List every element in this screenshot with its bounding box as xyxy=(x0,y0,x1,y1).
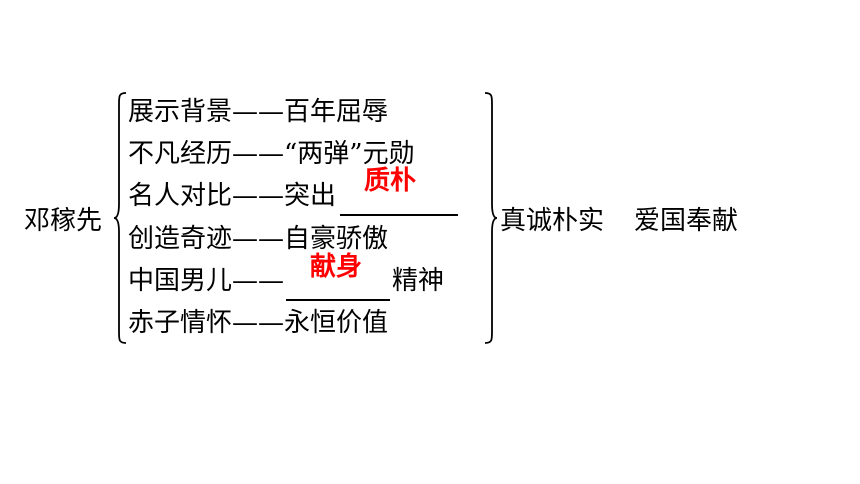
row-label: 创造奇迹 xyxy=(128,224,233,254)
row-dash: —— xyxy=(232,266,285,296)
row-dash: —— xyxy=(232,97,285,127)
left-brace xyxy=(113,92,127,344)
row-value: 精神 xyxy=(392,266,445,296)
row-background: 展示背景——百年屈辱 xyxy=(128,92,388,132)
row-label: 展示背景 xyxy=(128,97,233,127)
answer-blank: 献身 xyxy=(286,252,391,301)
answer-text: 质朴 xyxy=(364,166,417,196)
row-label: 中国男儿 xyxy=(128,266,233,296)
row-value: 永恒价值 xyxy=(284,308,389,338)
row-dash: —— xyxy=(232,139,285,169)
answer-blank: 质朴 xyxy=(340,166,459,216)
row-patriotism: 赤子情怀——永恒价值 xyxy=(128,303,388,343)
summary-spirit: 爱国奉献 xyxy=(634,206,739,236)
row-dash: —— xyxy=(232,224,285,254)
summary: 真诚朴实爱国奉献 xyxy=(500,201,738,241)
row-comparison: 名人对比——突出质朴 xyxy=(128,166,459,216)
row-label: 赤子情怀 xyxy=(128,308,233,338)
row-value: 突出 xyxy=(284,181,337,211)
row-chinese-man: 中国男儿—— 献身精神 xyxy=(128,252,445,301)
row-value: 百年屈辱 xyxy=(284,97,389,127)
row-value: 自豪骄傲 xyxy=(284,224,389,254)
answer-text: 献身 xyxy=(310,252,363,282)
row-dash: —— xyxy=(232,308,285,338)
row-label: 名人对比 xyxy=(128,181,233,211)
row-miracle: 创造奇迹——自豪骄傲 xyxy=(128,219,388,259)
row-value: “两弹”元勋 xyxy=(284,139,415,169)
summary-quality: 真诚朴实 xyxy=(500,206,605,236)
right-brace xyxy=(484,92,498,344)
row-experience: 不凡经历——“两弹”元勋 xyxy=(128,134,415,174)
row-label: 不凡经历 xyxy=(128,139,233,169)
subject-name: 邓稼先 xyxy=(24,206,103,236)
row-dash: —— xyxy=(232,181,285,211)
